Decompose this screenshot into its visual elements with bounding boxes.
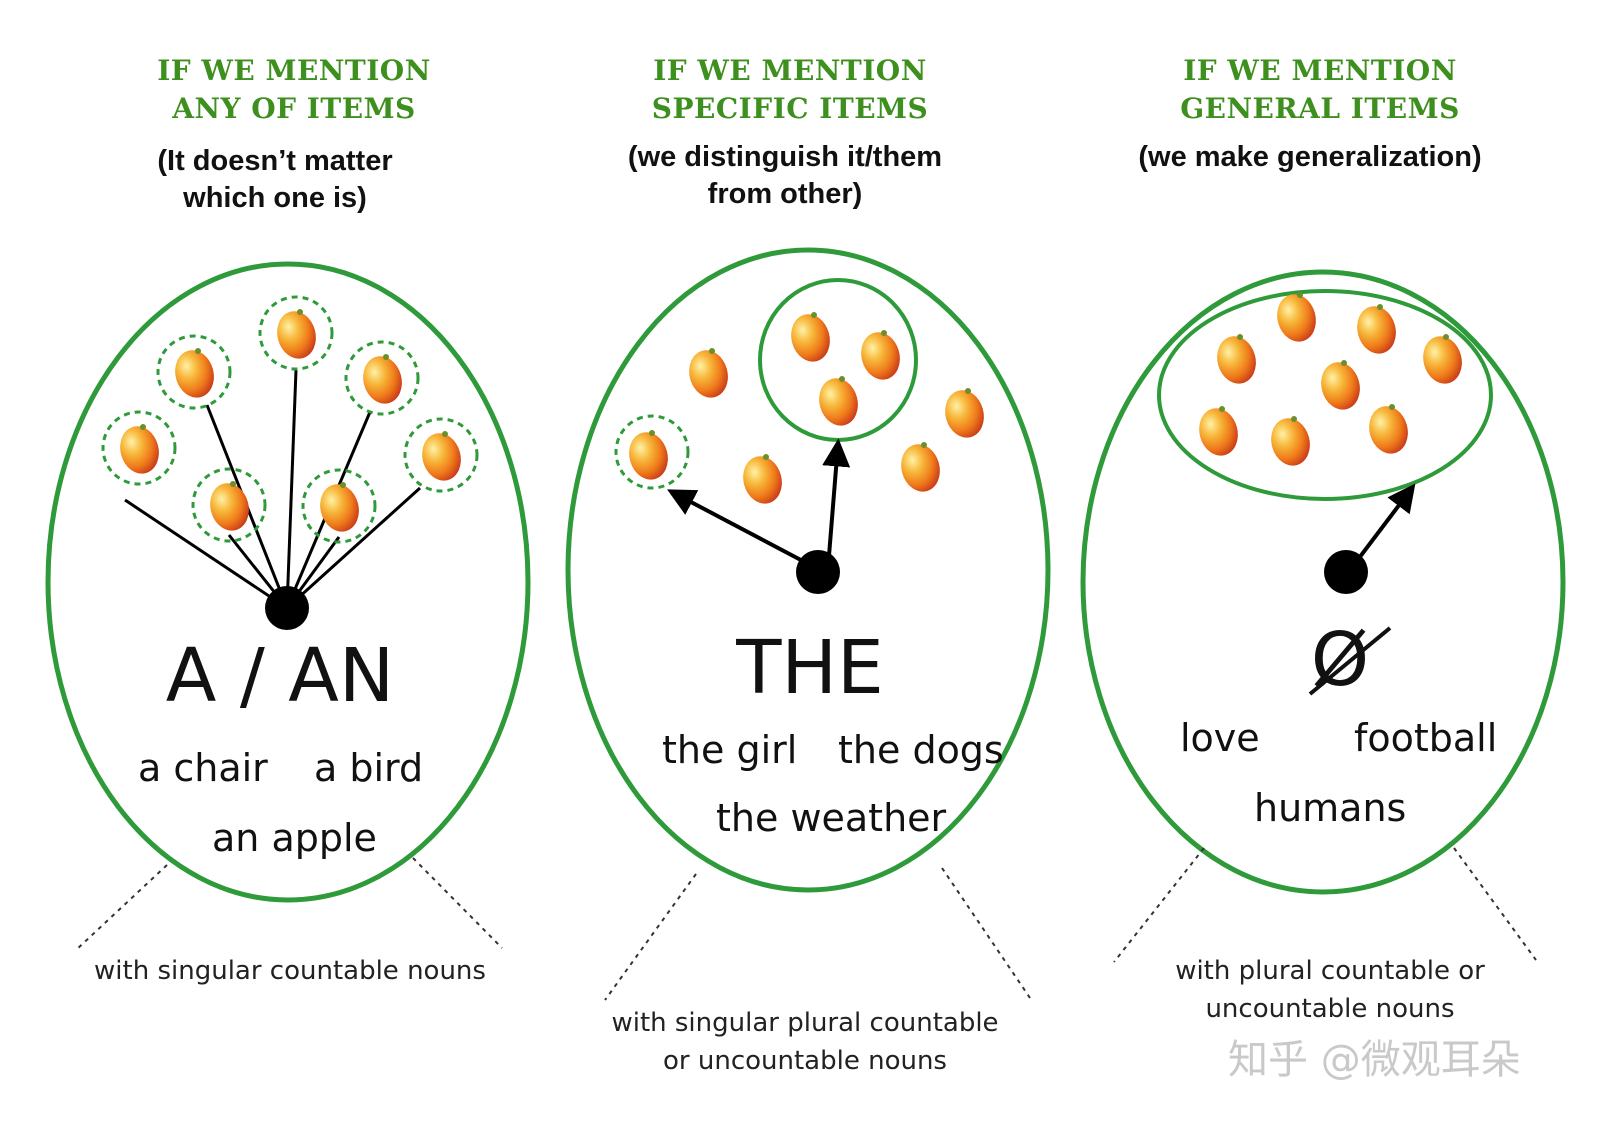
item-group-any — [101, 295, 479, 544]
mango-icon — [1277, 292, 1316, 342]
example-word: the dogs — [838, 728, 1004, 772]
heading-line: SPECIFIC ITEMS — [651, 92, 929, 125]
column-3-artwork — [1080, 269, 1566, 895]
mango-icon — [689, 348, 728, 398]
heading-line: GENERAL ITEMS — [1180, 92, 1460, 125]
example-word: the girl — [662, 728, 798, 772]
note-line: with singular countable nouns — [94, 956, 486, 986]
heading-line: ANY OF ITEMS — [172, 92, 416, 125]
zero-article-slash — [1308, 626, 1392, 696]
subheading-line: which one is) — [183, 182, 367, 214]
subheading-line: from other) — [707, 178, 863, 210]
mango-icon — [1199, 406, 1238, 456]
pointer-arrow-group — [822, 438, 851, 569]
mango-icon — [191, 467, 267, 543]
subheading-general-items: (we make generalization) — [1100, 139, 1520, 176]
usage-note-the: with singular plural countable or uncoun… — [560, 1004, 1050, 1080]
example-word: an apple — [212, 816, 377, 860]
pointer-arrow-single — [667, 489, 817, 570]
article-zero: Ø — [1310, 617, 1370, 703]
selected-item-ring — [614, 414, 690, 490]
mango-icon — [791, 312, 830, 362]
origin-dot-3 — [1324, 550, 1368, 594]
container-ellipse-3 — [1080, 269, 1566, 895]
heading-line: IF WE MENTION — [157, 54, 431, 87]
mango-icon — [101, 410, 177, 486]
heading-general-items: IF WE MENTION GENERAL ITEMS — [1130, 52, 1510, 128]
heading-any-items: IF WE MENTION ANY OF ITEMS — [120, 52, 468, 128]
mango-icon — [1271, 416, 1310, 466]
mango-icon — [945, 388, 984, 438]
general-group-ring — [1157, 289, 1493, 501]
column-1-artwork — [45, 261, 531, 903]
example-word: love — [1180, 716, 1260, 760]
spoke-lines — [124, 369, 422, 610]
mango-icon — [901, 442, 940, 492]
mango-icon — [301, 468, 377, 544]
usage-note-zero: with plural countable or uncountable nou… — [1110, 952, 1550, 1028]
heading-line: IF WE MENTION — [1183, 54, 1457, 87]
usage-note-a-an: with singular countable nouns — [60, 952, 520, 990]
container-ellipse-1 — [45, 261, 531, 903]
subheading-line: (It doesn’t matter — [157, 145, 393, 177]
example-word: the weather — [716, 796, 947, 840]
mango-icon — [1321, 360, 1360, 410]
subheading-any-items: (It doesn’t matter which one is) — [100, 143, 450, 217]
subheading-specific-items: (we distinguish it/them from other) — [590, 139, 980, 213]
example-word: a chair — [138, 746, 268, 790]
mango-icon — [1357, 304, 1396, 354]
column-2-artwork — [565, 247, 1051, 893]
mango-icon — [1423, 334, 1462, 384]
item-group-general — [1199, 292, 1462, 466]
heading-specific-items: IF WE MENTION SPECIFIC ITEMS — [600, 52, 980, 128]
item-group-specific — [614, 312, 984, 504]
article-a-an: A / AN — [165, 633, 395, 719]
mango-icon — [258, 295, 334, 371]
mango-icon — [403, 417, 479, 493]
mango-icon — [156, 334, 232, 410]
mango-icon — [819, 376, 858, 426]
mango-icon — [1369, 404, 1408, 454]
mango-icon — [861, 330, 900, 380]
note-line: or uncountable nouns — [663, 1046, 947, 1076]
mango-icon — [629, 430, 668, 480]
note-line: with singular plural countable — [611, 1008, 999, 1038]
origin-dot-2 — [796, 550, 840, 594]
heading-line: IF WE MENTION — [653, 54, 927, 87]
subheading-line: (we distinguish it/them — [627, 141, 943, 173]
leader-lines — [75, 847, 1537, 1001]
note-line: uncountable nouns — [1205, 994, 1455, 1024]
subheading-line: (we make generalization) — [1138, 141, 1482, 173]
note-line: with plural countable or — [1175, 956, 1485, 986]
mango-icon — [743, 454, 782, 504]
mango-icon — [344, 340, 420, 416]
mango-icon — [1217, 334, 1256, 384]
example-word: a bird — [314, 746, 424, 790]
article-the: THE — [736, 625, 884, 711]
watermark: 知乎 @微观耳朵 — [1228, 1037, 1521, 1083]
origin-dot-1 — [265, 586, 309, 630]
example-word: humans — [1254, 786, 1407, 830]
container-ellipse-2 — [565, 247, 1051, 893]
example-word: football — [1354, 716, 1498, 760]
